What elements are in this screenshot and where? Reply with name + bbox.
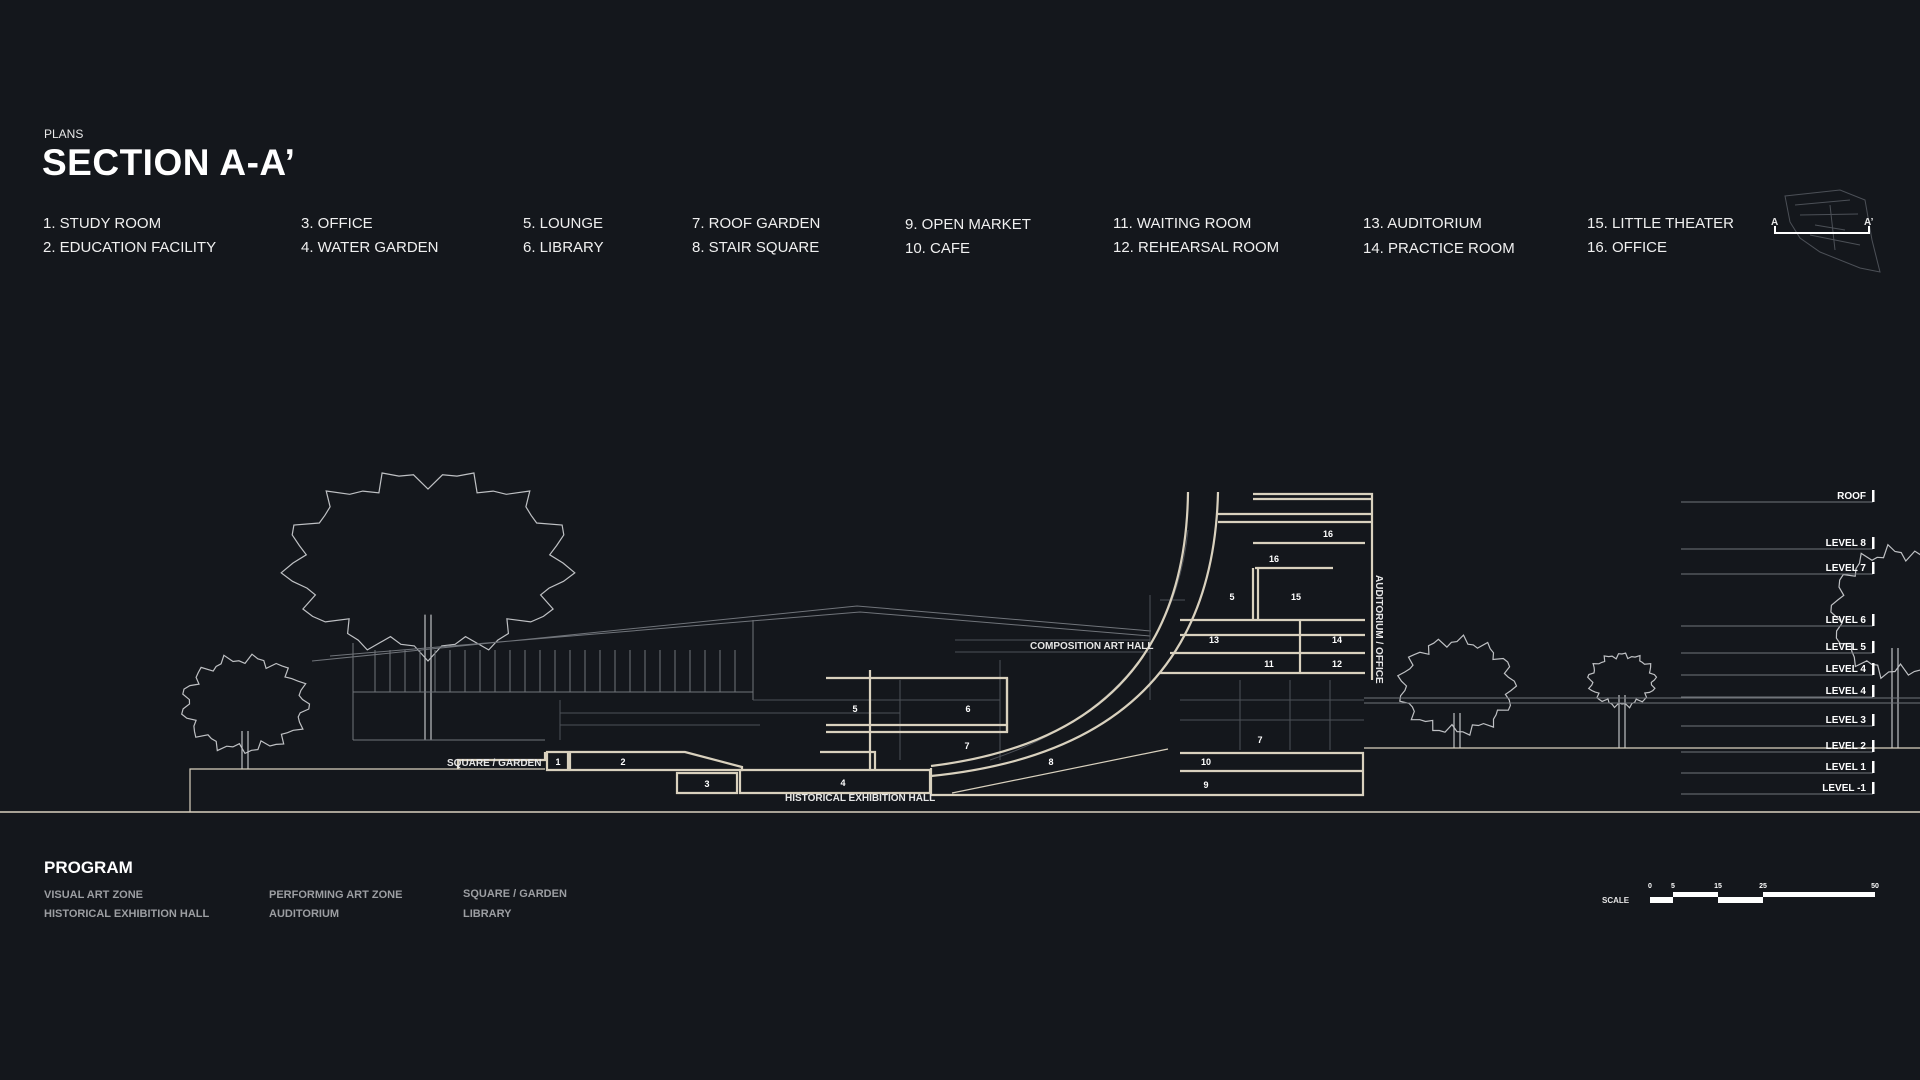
level-tick — [1872, 614, 1875, 626]
scale-tick: 15 — [1714, 883, 1722, 890]
legend-item: 16. OFFICE — [1587, 239, 1668, 256]
program-item: HISTORICAL EXHIBITION HALL — [44, 908, 210, 920]
legend-item: 12. REHEARSAL ROOM — [1113, 239, 1280, 256]
level-tick — [1872, 761, 1875, 773]
key-plan-start: A — [1771, 217, 1778, 228]
tree-trunk — [241, 731, 249, 769]
level-tick — [1872, 714, 1875, 726]
scale-tick: 50 — [1871, 883, 1879, 890]
room-number: 16 — [1323, 529, 1333, 539]
tree-trunk — [1618, 695, 1626, 748]
elevation-background — [311, 529, 1364, 761]
program-item: VISUAL ART ZONE — [44, 889, 144, 901]
legend-item: 4. WATER GARDEN — [301, 239, 439, 256]
room-number: 16 — [1269, 554, 1279, 564]
plinth — [189, 768, 545, 812]
level-tick — [1872, 685, 1875, 697]
room-number: 10 — [1201, 757, 1211, 767]
level-tick — [1872, 490, 1875, 502]
room-number: 4 — [840, 778, 845, 788]
room-number: 9 — [1203, 780, 1208, 790]
level-tick — [1872, 740, 1875, 752]
room-number: 12 — [1332, 659, 1342, 669]
program-item: AUDITORIUM — [269, 908, 340, 920]
tree-icon — [1396, 634, 1518, 736]
tree-icon — [280, 472, 576, 662]
level-label: LEVEL 8 — [1826, 538, 1867, 549]
scale-tick: 25 — [1759, 883, 1767, 890]
program-item: PERFORMING ART ZONE — [269, 889, 403, 901]
level-tick — [1872, 562, 1875, 574]
legend-item: 10. CAFE — [905, 240, 971, 257]
program-item: LIBRARY — [463, 908, 512, 920]
tree-icon — [1586, 652, 1658, 709]
legend-item: 13. AUDITORIUM — [1363, 215, 1482, 232]
level-markers: ROOF LEVEL 8 LEVEL 7 LEVEL 6 LEVEL 5 LEVEL 4 L… — [1681, 490, 1875, 795]
key-plan-end: A’ — [1864, 217, 1874, 228]
legend-item: 11. WAITING ROOM — [1113, 215, 1252, 232]
room-number: 7 — [964, 741, 969, 751]
legend-item: 2. EDUCATION FACILITY — [43, 239, 217, 256]
level-label: LEVEL 7 — [1826, 563, 1867, 574]
trees — [181, 472, 1920, 769]
room-number: 3 — [704, 779, 709, 789]
tree-trunk — [1453, 713, 1461, 748]
room-number: 14 — [1332, 635, 1342, 645]
level-label: ROOF — [1837, 491, 1866, 502]
legend-item: 1. STUDY ROOM — [43, 215, 162, 232]
room-number: 2 — [620, 757, 625, 767]
room-number: 1 — [555, 757, 560, 767]
scale-label: SCALE — [1602, 896, 1630, 905]
zone-label-historical-hall: HISTORICAL EXHIBITION HALL — [785, 793, 935, 804]
level-tick — [1872, 641, 1875, 653]
program-item: SQUARE / GARDEN — [463, 888, 567, 900]
level-tick — [1872, 537, 1875, 549]
legend-item: 3. OFFICE — [301, 215, 373, 232]
level-label: LEVEL 2 — [1826, 741, 1867, 752]
room-number: 5 — [852, 704, 857, 714]
level-label: LEVEL 4 — [1826, 664, 1867, 675]
section-cut-line — [1774, 226, 1870, 234]
room-number: 8 — [1048, 757, 1053, 767]
level-tick — [1872, 663, 1875, 675]
room-numbers: 1 2 3 4 5 6 7 8 10 9 7 13 14 11 12 5 15 … — [555, 529, 1342, 790]
legend-item: 9. OPEN MARKET — [905, 216, 1031, 233]
stair-square-ramp — [951, 748, 1169, 794]
level-label: LEVEL 1 — [1826, 762, 1867, 773]
level-label: LEVEL 5 — [1826, 642, 1867, 653]
legend-item: 5. LOUNGE — [523, 215, 604, 232]
level-label: LEVEL 4 — [1826, 686, 1867, 697]
room-number: 5 — [1229, 592, 1234, 602]
legend-item: 8. STAIR SQUARE — [692, 239, 820, 256]
tree-icon — [181, 653, 311, 755]
room-number: 7 — [1257, 735, 1262, 745]
level-label: LEVEL 6 — [1826, 615, 1867, 626]
room-number: 6 — [965, 704, 970, 714]
scale-tick: 5 — [1671, 883, 1675, 890]
room-number: 11 — [1264, 659, 1274, 669]
section-kicker: PLANS — [44, 127, 84, 141]
tree-trunk — [424, 614, 432, 740]
tree-icon — [1830, 543, 1920, 680]
scale-tick: 0 — [1648, 883, 1652, 890]
legend-item: 6. LIBRARY — [523, 239, 604, 256]
zone-label-square-garden: SQUARE / GARDEN — [447, 758, 541, 769]
legend-item: 15. LITTLE THEATER — [1587, 215, 1734, 232]
legend-item: 14. PRACTICE ROOM — [1363, 240, 1515, 257]
page-title: SECTION A-A’ — [42, 142, 296, 183]
zone-label-auditorium-office: AUDITORIUM / OFFICE — [1373, 575, 1384, 684]
key-plan: A A’ — [1771, 189, 1881, 273]
program-heading: PROGRAM — [44, 858, 133, 877]
level-label: LEVEL -1 — [1822, 783, 1866, 794]
room-number: 13 — [1209, 635, 1219, 645]
room-number: 15 — [1291, 592, 1301, 602]
section-cut — [456, 491, 1374, 797]
legend-item: 7. ROOF GARDEN — [692, 215, 821, 232]
zone-label-composition-hall: COMPOSITION ART HALL — [1030, 641, 1154, 652]
level-tick — [1872, 782, 1875, 794]
scale-bar: SCALE 0 5 15 25 50 — [1602, 883, 1879, 905]
level-label: LEVEL 3 — [1826, 715, 1867, 726]
